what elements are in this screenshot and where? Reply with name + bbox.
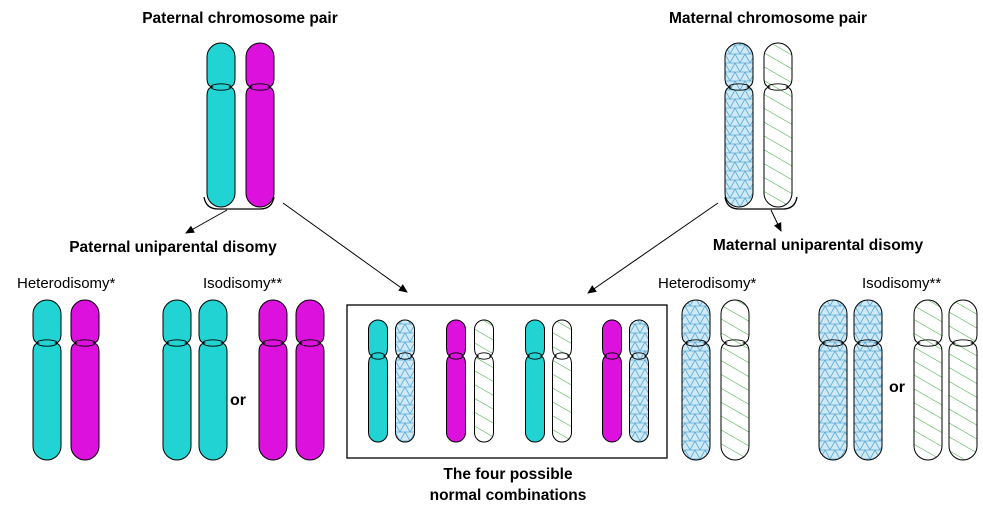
maternal-isodisomy-label: Isodisomy** — [862, 275, 941, 292]
paternal-iso-chromosome-3 — [259, 300, 287, 460]
or-label-paternal: or — [230, 392, 246, 409]
combo-1-maternal-body — [396, 320, 415, 442]
maternal-iso-chromosome-1-body — [819, 300, 847, 460]
paternal-chromosome-2 — [246, 43, 274, 207]
combo-3-paternal-body — [526, 320, 545, 442]
combo-3-maternal — [553, 320, 572, 442]
paternal-isodisomy-label: Isodisomy** — [203, 275, 282, 292]
combo-4-maternal — [630, 320, 649, 442]
paternal-chromosome-1 — [207, 43, 235, 207]
maternal-hetero-chromosome-2-body — [721, 300, 749, 460]
arrow-paternal-to-combinations — [283, 203, 407, 292]
maternal-chromosome-1-body — [725, 43, 753, 207]
paternal-hetero-chromosome-1 — [33, 300, 61, 460]
combo-2-paternal-body — [447, 320, 466, 442]
paternal-hetero-chromosome-2 — [71, 300, 99, 460]
paternal-iso-chromosome-3-body — [259, 300, 287, 460]
combo-1-paternal-body — [369, 320, 388, 442]
combo-4-paternal-body — [603, 320, 622, 442]
maternal-chromosome-1 — [725, 43, 753, 207]
paternal-upd-heading: Paternal uniparental disomy — [69, 239, 277, 256]
maternal-hetero-chromosome-2 — [721, 300, 749, 460]
combinations-caption-line1: The four possible — [443, 466, 573, 483]
paternal-iso-chromosome-1-body — [163, 300, 191, 460]
combo-1-paternal — [369, 320, 388, 442]
paternal-heterodisomy-label: Heterodisomy* — [17, 275, 116, 292]
combo-3-maternal-body — [553, 320, 572, 442]
maternal-iso-chromosome-4 — [949, 300, 977, 460]
or-label-maternal: or — [889, 379, 905, 396]
maternal-hetero-chromosome-1 — [682, 300, 710, 460]
paternal-iso-chromosome-4 — [296, 300, 324, 460]
maternal-chromosome-2-body — [764, 43, 792, 207]
maternal-iso-chromosome-2-body — [854, 300, 882, 460]
paternal-iso-chromosome-2 — [199, 300, 227, 460]
maternal-hetero-chromosome-1-body — [682, 300, 710, 460]
paternal-iso-chromosome-4-body — [296, 300, 324, 460]
paternal-chromosome-2-body — [246, 43, 274, 207]
maternal-iso-chromosome-3 — [914, 300, 942, 460]
maternal-iso-chromosome-4-body — [949, 300, 977, 460]
paternal-iso-chromosome-1 — [163, 300, 191, 460]
combo-2-paternal — [447, 320, 466, 442]
paternal-chromosome-1-body — [207, 43, 235, 207]
combo-2-maternal — [475, 320, 494, 442]
maternal-pair-title: Maternal chromosome pair — [669, 10, 867, 27]
maternal-chromosome-2 — [764, 43, 792, 207]
maternal-iso-chromosome-2 — [854, 300, 882, 460]
maternal-iso-chromosome-3-body — [914, 300, 942, 460]
combinations-caption-line2: normal combinations — [430, 487, 587, 504]
maternal-iso-chromosome-1 — [819, 300, 847, 460]
maternal-heterodisomy-label: Heterodisomy* — [658, 275, 757, 292]
combo-2-maternal-body — [475, 320, 494, 442]
paternal-hetero-chromosome-2-body — [71, 300, 99, 460]
arrow-to-paternal-upd — [186, 210, 227, 233]
combo-3-paternal — [526, 320, 545, 442]
paternal-pair-title: Paternal chromosome pair — [142, 10, 338, 27]
combo-4-paternal — [603, 320, 622, 442]
paternal-iso-chromosome-2-body — [199, 300, 227, 460]
paternal-hetero-chromosome-1-body — [33, 300, 61, 460]
maternal-upd-heading: Maternal uniparental disomy — [713, 237, 924, 254]
combo-4-maternal-body — [630, 320, 649, 442]
combo-1-maternal — [396, 320, 415, 442]
arrow-to-maternal-upd — [771, 210, 781, 231]
